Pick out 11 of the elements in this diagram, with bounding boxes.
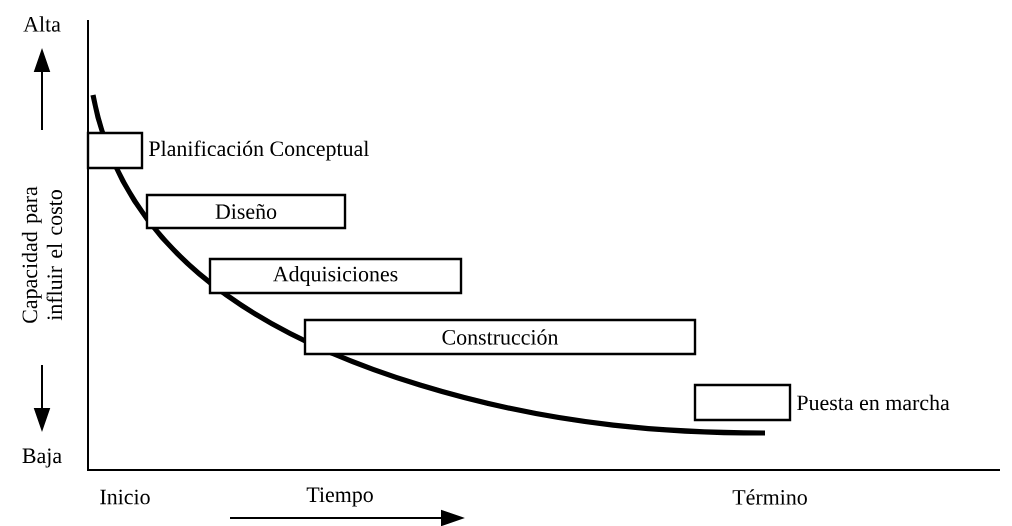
axis-label: Baja bbox=[22, 448, 62, 468]
axis-label: Inicio bbox=[100, 489, 150, 505]
phase-label: Planificación Conceptual bbox=[149, 140, 369, 161]
phase-bar: Diseño bbox=[145, 193, 347, 230]
axis-title: Tiempo bbox=[306, 487, 373, 507]
axis-title: Capacidad para influir el costo bbox=[21, 186, 63, 323]
axis-label: Alta bbox=[23, 16, 61, 32]
phase-bar: Construcción bbox=[303, 318, 697, 356]
phase-bar: Adquisiciones bbox=[208, 257, 463, 295]
phase-label: Puesta en marcha bbox=[797, 394, 950, 411]
axis-label: Término bbox=[732, 489, 807, 505]
